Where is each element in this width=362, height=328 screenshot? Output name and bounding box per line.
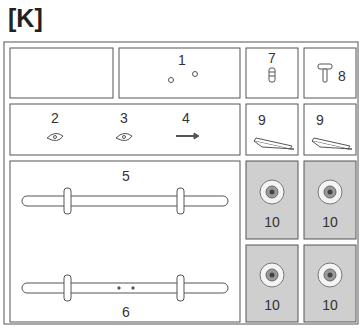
compartment — [246, 104, 298, 155]
compartment — [10, 104, 240, 155]
callout-number: 6 — [122, 305, 130, 319]
callout-number: 10 — [322, 298, 338, 312]
callout-number: 1 — [178, 53, 186, 67]
pad-symbol — [260, 180, 342, 287]
callout-number: 10 — [264, 215, 280, 229]
empty-compartment — [10, 48, 113, 98]
t-key-symbol — [318, 64, 332, 82]
callout-number: 10 — [264, 298, 280, 312]
compartment — [10, 161, 240, 322]
screw-symbol — [269, 68, 275, 82]
compartment — [119, 48, 240, 98]
grey-compartment — [304, 161, 356, 239]
callout-number: 5 — [122, 169, 130, 183]
callout-number: 9 — [316, 113, 324, 127]
cam-symbol — [116, 133, 132, 140]
compartment — [304, 48, 356, 98]
rail-symbol — [22, 188, 228, 214]
callout-number: 4 — [182, 111, 190, 125]
compartment — [246, 48, 298, 98]
bracket-symbol — [312, 138, 352, 149]
grey-compartment — [304, 245, 356, 322]
pin-symbol — [176, 133, 199, 139]
callout-number: 2 — [51, 111, 59, 125]
bracket-symbol — [254, 138, 294, 149]
dowel-symbol — [193, 72, 198, 77]
callout-number: 8 — [338, 69, 346, 83]
callout-number: 10 — [322, 215, 338, 229]
callout-number: 3 — [120, 111, 128, 125]
grey-compartment — [246, 245, 298, 322]
callout-number: 7 — [268, 51, 276, 65]
cam-symbol — [47, 133, 63, 140]
compartment — [304, 104, 356, 155]
outer-frame — [4, 42, 358, 324]
section-title: [K] — [8, 6, 43, 31]
callout-number: 9 — [258, 113, 266, 127]
grey-compartment — [246, 161, 298, 239]
rail-symbol — [22, 275, 228, 301]
dowel-symbol — [169, 78, 174, 83]
